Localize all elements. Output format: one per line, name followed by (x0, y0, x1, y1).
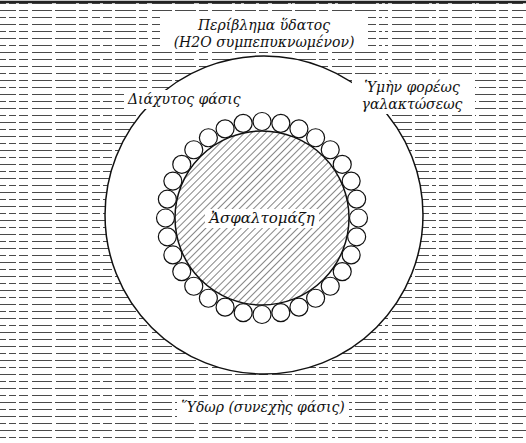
emulsifier-molecule (290, 120, 308, 138)
emulsifier-molecule (216, 120, 234, 138)
emulsifier-molecule (321, 277, 339, 295)
emulsifier-molecule (164, 246, 182, 264)
emulsifier-molecule (290, 298, 308, 316)
emulsifier-molecule (307, 289, 325, 307)
emulsifier-molecule (333, 155, 351, 173)
emulsifier-molecule (216, 298, 234, 316)
continuous-phase-label: Ὕδωρ (συνεχὴς φάσις) (177, 398, 348, 417)
emulsifier-molecule (342, 246, 360, 264)
emulsifier-molecule (348, 190, 366, 208)
emulsifier-molecule (348, 228, 366, 246)
envelope-heading: Περίβλημα ὕδατος (H2O συμπεπυκνωμένον) (160, 16, 368, 52)
callout-label: Διάχυτος φάσις (124, 90, 245, 109)
asphalt-droplet: Ἀσφαλτομάζη (175, 131, 349, 305)
phase-name: Ἀσφαλτομάζη (205, 209, 319, 228)
emulsifier-molecule (350, 209, 368, 227)
emulsifier-molecule (234, 114, 252, 132)
emulsifier-molecule (158, 190, 176, 208)
emulsifier-molecule (333, 263, 351, 281)
emulsifier-molecule (342, 172, 360, 190)
emulsifier-molecule (272, 114, 290, 132)
emulsifier-molecule (173, 263, 191, 281)
emulsifier-molecule (158, 228, 176, 246)
emulsifier-molecule (253, 113, 271, 131)
emulsifier-molecule (307, 129, 325, 147)
callout-label: Ὑμὴν φορέως γαλακτώσεως (352, 78, 472, 114)
emulsifier-molecule (199, 289, 217, 307)
emulsifier-molecule (199, 129, 217, 147)
emulsifier-molecule (185, 277, 203, 295)
emulsifier-molecule (253, 306, 271, 324)
emulsifier-molecule (321, 141, 339, 159)
emulsifier-molecule (272, 304, 290, 322)
emulsifier-molecule (185, 141, 203, 159)
emulsifier-molecule (164, 172, 182, 190)
emulsifier-molecule (234, 304, 252, 322)
emulsifier-molecule (157, 209, 175, 227)
emulsifier-molecule (173, 155, 191, 173)
